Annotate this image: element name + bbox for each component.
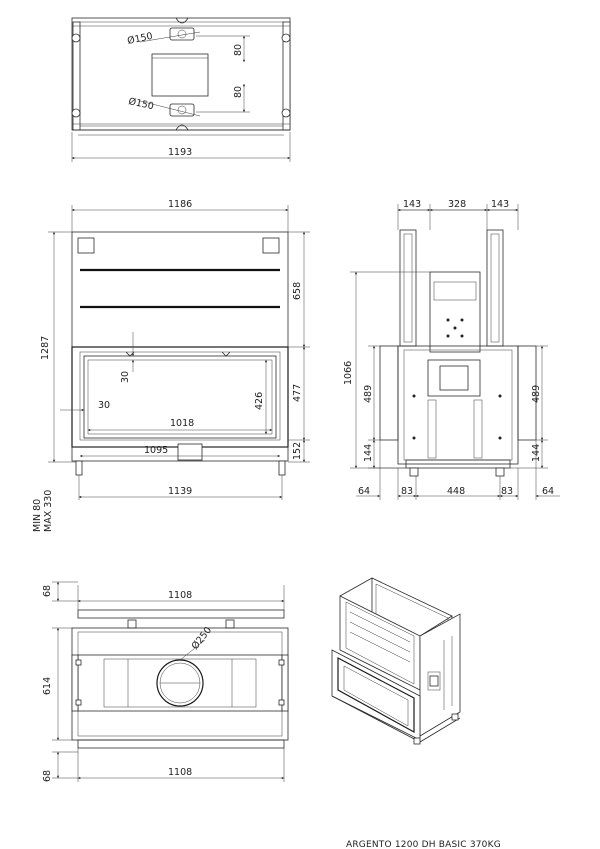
flue-dia-label-bottom: Ø150: [127, 96, 154, 112]
frame-top-label: 30: [120, 371, 131, 383]
offset-label-2: 80: [233, 86, 244, 98]
side-view: 143 328 143: [343, 199, 560, 500]
side-left-144-label: 144: [363, 444, 374, 462]
opening-width-label: 1018: [170, 418, 194, 429]
front-width-label: 1186: [168, 199, 192, 210]
product-title: ARGENTO 1200 DH BASIC 370KG: [346, 840, 501, 849]
plan-depth-label: 614: [42, 677, 53, 695]
plan-view: 68 1108 Ø250 614: [42, 581, 289, 782]
side-bot-83-right-label: 83: [501, 486, 513, 497]
foot-height-label: 152: [292, 442, 303, 460]
side-top-left-label: 143: [403, 199, 421, 210]
offset-label-1: 80: [233, 44, 244, 56]
side-left-489-label: 489: [363, 385, 374, 403]
side-height-label: 1066: [343, 361, 354, 385]
flue-dia-label-top: Ø150: [126, 31, 153, 47]
side-bot-83-left-label: 83: [401, 486, 413, 497]
base-width-label: 1139: [168, 486, 192, 497]
side-bot-448-label: 448: [447, 486, 465, 497]
opening-height-label: 426: [254, 392, 265, 410]
legs-min-label: MIN 80: [32, 499, 43, 532]
side-bot-64-left-label: 64: [358, 486, 370, 497]
top-view: Ø150 Ø150 80 80 1193: [71, 17, 291, 162]
isometric-view: [331, 577, 461, 745]
side-top-mid-label: 328: [448, 199, 466, 210]
upper-height-label: 658: [292, 282, 303, 300]
frame-side-label: 30: [98, 400, 110, 411]
side-right-144-label: 144: [531, 444, 542, 462]
front-height-label: 1287: [40, 336, 51, 360]
plan-bottom-width-label: 1108: [168, 767, 192, 778]
glass-height-label: 477: [292, 384, 303, 402]
plan-top-offset-label: 68: [42, 585, 53, 597]
side-right-489-label: 489: [531, 385, 542, 403]
plan-bottom-offset-label: 68: [42, 770, 53, 782]
top-width-label: 1193: [168, 147, 192, 158]
front-view: 1186 1287 658 477 152: [32, 199, 310, 532]
flue-collar-top: [169, 17, 195, 41]
plan-top-width-label: 1108: [168, 590, 192, 601]
duct-dia-label: Ø250: [190, 625, 214, 652]
legs-max-label: MAX 330: [43, 490, 54, 532]
side-bot-64-right-label: 64: [542, 486, 554, 497]
side-top-right-label: 143: [491, 199, 509, 210]
glass-width-label: 1095: [144, 445, 168, 456]
